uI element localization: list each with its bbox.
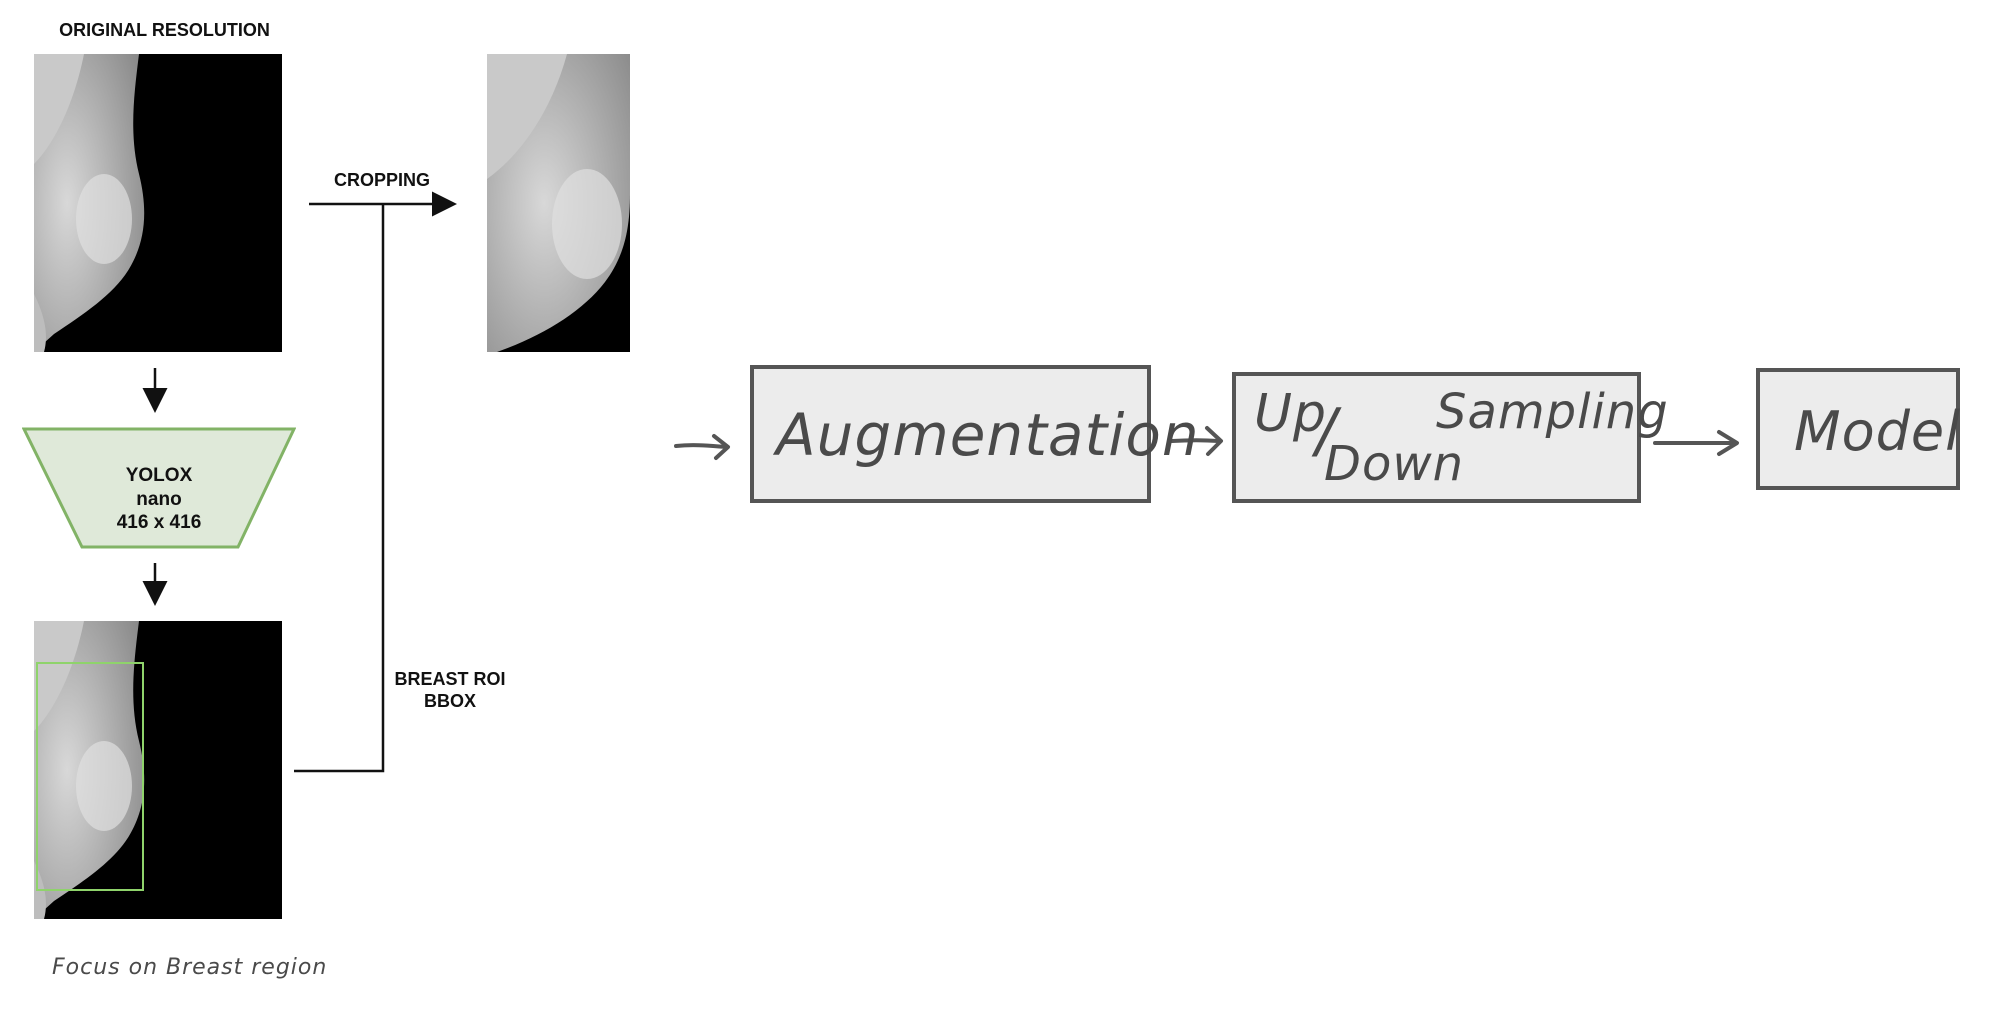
breast-roi-label-line1: BREAST ROI xyxy=(394,669,506,689)
yolox-detector-block: YOLOX nano 416 x 416 xyxy=(22,427,296,549)
yolox-variant: nano xyxy=(136,489,182,510)
slash-text: / xyxy=(1316,396,1338,466)
augmentation-text: Augmentation xyxy=(776,401,1200,469)
augmentation-box: Augmentation xyxy=(750,365,1199,503)
down-text: Down xyxy=(1324,436,1465,492)
original-mammogram-image xyxy=(34,54,282,352)
original-resolution-label: ORIGINAL RESOLUTION xyxy=(59,20,270,40)
detected-mammogram-image xyxy=(34,621,282,919)
focus-note: Focus on Breast region xyxy=(52,955,328,980)
up-text: Up xyxy=(1254,384,1328,444)
model-text: Model xyxy=(1794,400,1962,463)
cropping-label: CROPPING xyxy=(333,170,430,190)
sampling-text: Sampling xyxy=(1436,384,1669,440)
cropped-mammogram-image xyxy=(487,54,630,352)
breast-roi-bbox xyxy=(36,662,144,891)
yolox-name: YOLOX xyxy=(125,465,193,486)
up-down-sampling-box: Up / Down Sampling xyxy=(1232,372,1668,503)
breast-roi-label-line2: BBOX xyxy=(423,691,476,711)
breast-roi-label: BREAST ROI BBOX xyxy=(385,668,515,712)
model-box: Model xyxy=(1756,368,1960,490)
yolox-input-size: 416 x 416 xyxy=(116,512,202,533)
